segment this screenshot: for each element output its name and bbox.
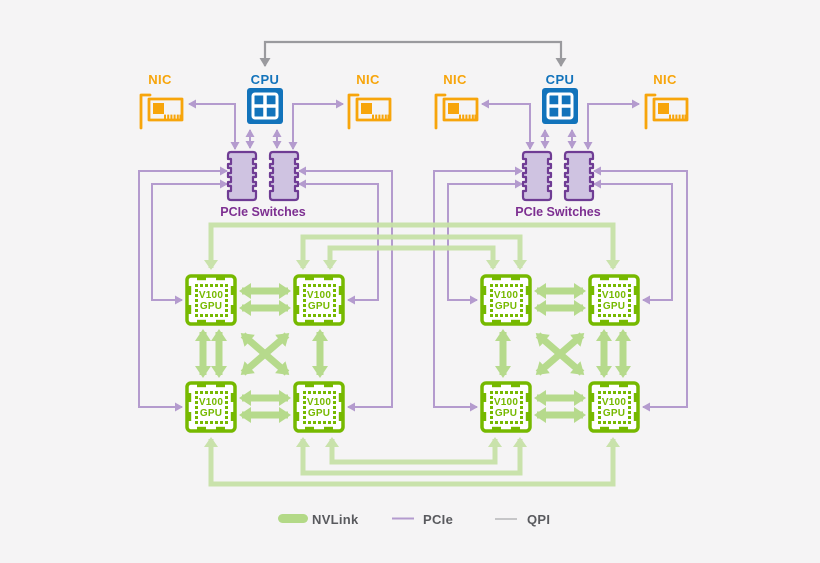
gpu-label-line2: GPU xyxy=(200,408,222,419)
legend: NVLink PCIe QPI xyxy=(278,512,550,527)
pcie-link-switch-gpu xyxy=(138,166,228,412)
legend-nvlink-swatch xyxy=(278,514,308,523)
gpu-chip: V100 GPU xyxy=(588,274,640,326)
nvlink-cross-top xyxy=(296,234,527,270)
gpu-label-line1: V100 xyxy=(307,290,331,301)
gpu-label-line2: GPU xyxy=(603,408,625,419)
pcie-switches-label: PCIe Switches xyxy=(515,205,600,219)
gpu-label-line1: V100 xyxy=(602,290,626,301)
cpu-label: CPU xyxy=(546,72,575,87)
pcie-switch-chip xyxy=(563,150,595,202)
pcie-link-switch-gpu xyxy=(593,179,673,305)
gpu-chip: V100 GPU xyxy=(480,381,532,433)
pcie-link-switch-nic xyxy=(583,99,640,150)
nvlink-gpu-gpu-diagonal xyxy=(240,332,290,376)
gpu-label-line1: V100 xyxy=(307,397,331,408)
nvlink-cross-top xyxy=(323,245,500,270)
nvlink-gpu-gpu-diagonal xyxy=(535,332,585,376)
pcie-link-switch-gpu xyxy=(433,166,523,412)
nic-card-icon xyxy=(347,93,392,130)
pcie-link-switch-nic xyxy=(288,99,344,150)
pcie-link-switch-gpu xyxy=(298,166,393,412)
gpu-label-line2: GPU xyxy=(603,301,625,312)
nvlink-cross-links xyxy=(204,222,620,487)
nic-label: NIC xyxy=(443,72,467,87)
nvlink-cross-top xyxy=(204,222,620,270)
qpi-link-cpu-to-cpu xyxy=(259,40,567,67)
pcie-link-switch-gpu xyxy=(593,166,688,412)
legend-pcie-label: PCIe xyxy=(423,512,453,527)
pcie-switch-chip xyxy=(521,150,553,202)
pcie-links xyxy=(138,99,688,412)
gpu-label-line2: GPU xyxy=(200,301,222,312)
gpu-label-line1: V100 xyxy=(602,397,626,408)
pcie-link-switch-nic xyxy=(188,99,240,150)
nvlink-cross-bottom xyxy=(296,437,527,476)
nic-card-icon xyxy=(644,93,689,130)
gpu-chip: V100 GPU xyxy=(293,381,345,433)
nvlink-cross-bottom xyxy=(325,437,502,465)
gpu-label-line2: GPU xyxy=(308,301,330,312)
gpu-chip: V100 GPU xyxy=(185,274,237,326)
nic-label: NIC xyxy=(653,72,677,87)
nic-label: NIC xyxy=(356,72,380,87)
cpu-chip-icon xyxy=(245,86,285,126)
gpu-label-line1: V100 xyxy=(494,290,518,301)
gpu-chip: V100 GPU xyxy=(185,381,237,433)
cpu-chip-icon xyxy=(540,86,580,126)
legend-qpi-label: QPI xyxy=(527,512,550,527)
cpu-label: CPU xyxy=(251,72,280,87)
gpu-label-line1: V100 xyxy=(199,397,223,408)
nic-card-icon xyxy=(434,93,479,130)
pcie-link-switch-gpu xyxy=(447,179,523,305)
pcie-switch-chip xyxy=(268,150,300,202)
pcie-link-switch-gpu xyxy=(298,179,379,305)
gpu-label-line2: GPU xyxy=(495,301,517,312)
legend-nvlink-label: NVLink xyxy=(312,512,359,527)
gpu-chip: V100 GPU xyxy=(588,381,640,433)
gpu-chip: V100 GPU xyxy=(480,274,532,326)
gpu-label-line2: GPU xyxy=(495,408,517,419)
gpu-chip: V100 GPU xyxy=(293,274,345,326)
pcie-switches-label: PCIe Switches xyxy=(220,205,305,219)
nic-card-icon xyxy=(139,93,184,130)
nvlink-cross-bottom xyxy=(204,437,620,487)
pcie-switch-chip xyxy=(226,150,258,202)
nic-label: NIC xyxy=(148,72,172,87)
gpu-label-line1: V100 xyxy=(494,397,518,408)
nvlink-intra-links xyxy=(195,283,631,423)
pcie-link-switch-gpu xyxy=(151,179,228,305)
gpu-label-line1: V100 xyxy=(199,290,223,301)
gpu-label-line2: GPU xyxy=(308,408,330,419)
pcie-link-switch-nic xyxy=(481,99,535,150)
